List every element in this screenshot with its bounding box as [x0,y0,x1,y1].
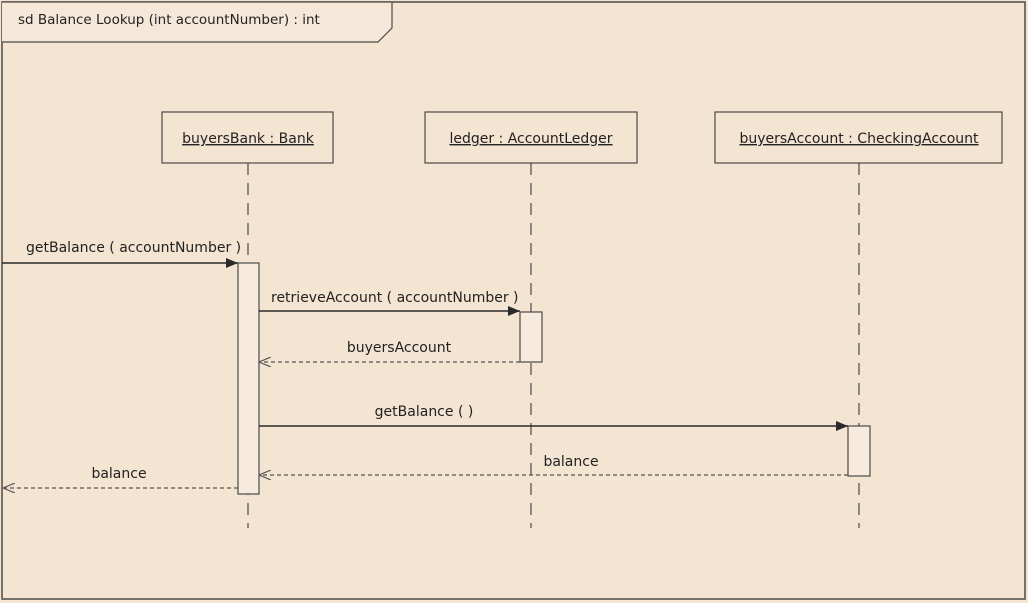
activation-buyersaccount [847,425,871,477]
lifeline-label-buyersaccount: buyersAccount : CheckingAccount [739,131,979,147]
message-label-balance-return: balance [91,466,146,482]
frame-title: sd Balance Lookup (int accountNumber) : … [18,12,320,28]
activation-buyersbank [237,262,260,495]
message-label-getbalance: getBalance ( ) [375,404,474,420]
message-label-buyersaccount-reply: buyersAccount [347,340,452,356]
message-label-balance-reply: balance [543,454,598,470]
frame-title-tab [2,1,393,43]
message-label-retrieveaccount: retrieveAccount ( accountNumber ) [271,290,519,306]
lifeline-label-ledger: ledger : AccountLedger [449,131,612,147]
activation-ledger [519,311,543,363]
lifeline-label-buyersbank: buyersBank : Bank [182,131,315,147]
message-label-getbalance-account: getBalance ( accountNumber ) [26,240,241,256]
